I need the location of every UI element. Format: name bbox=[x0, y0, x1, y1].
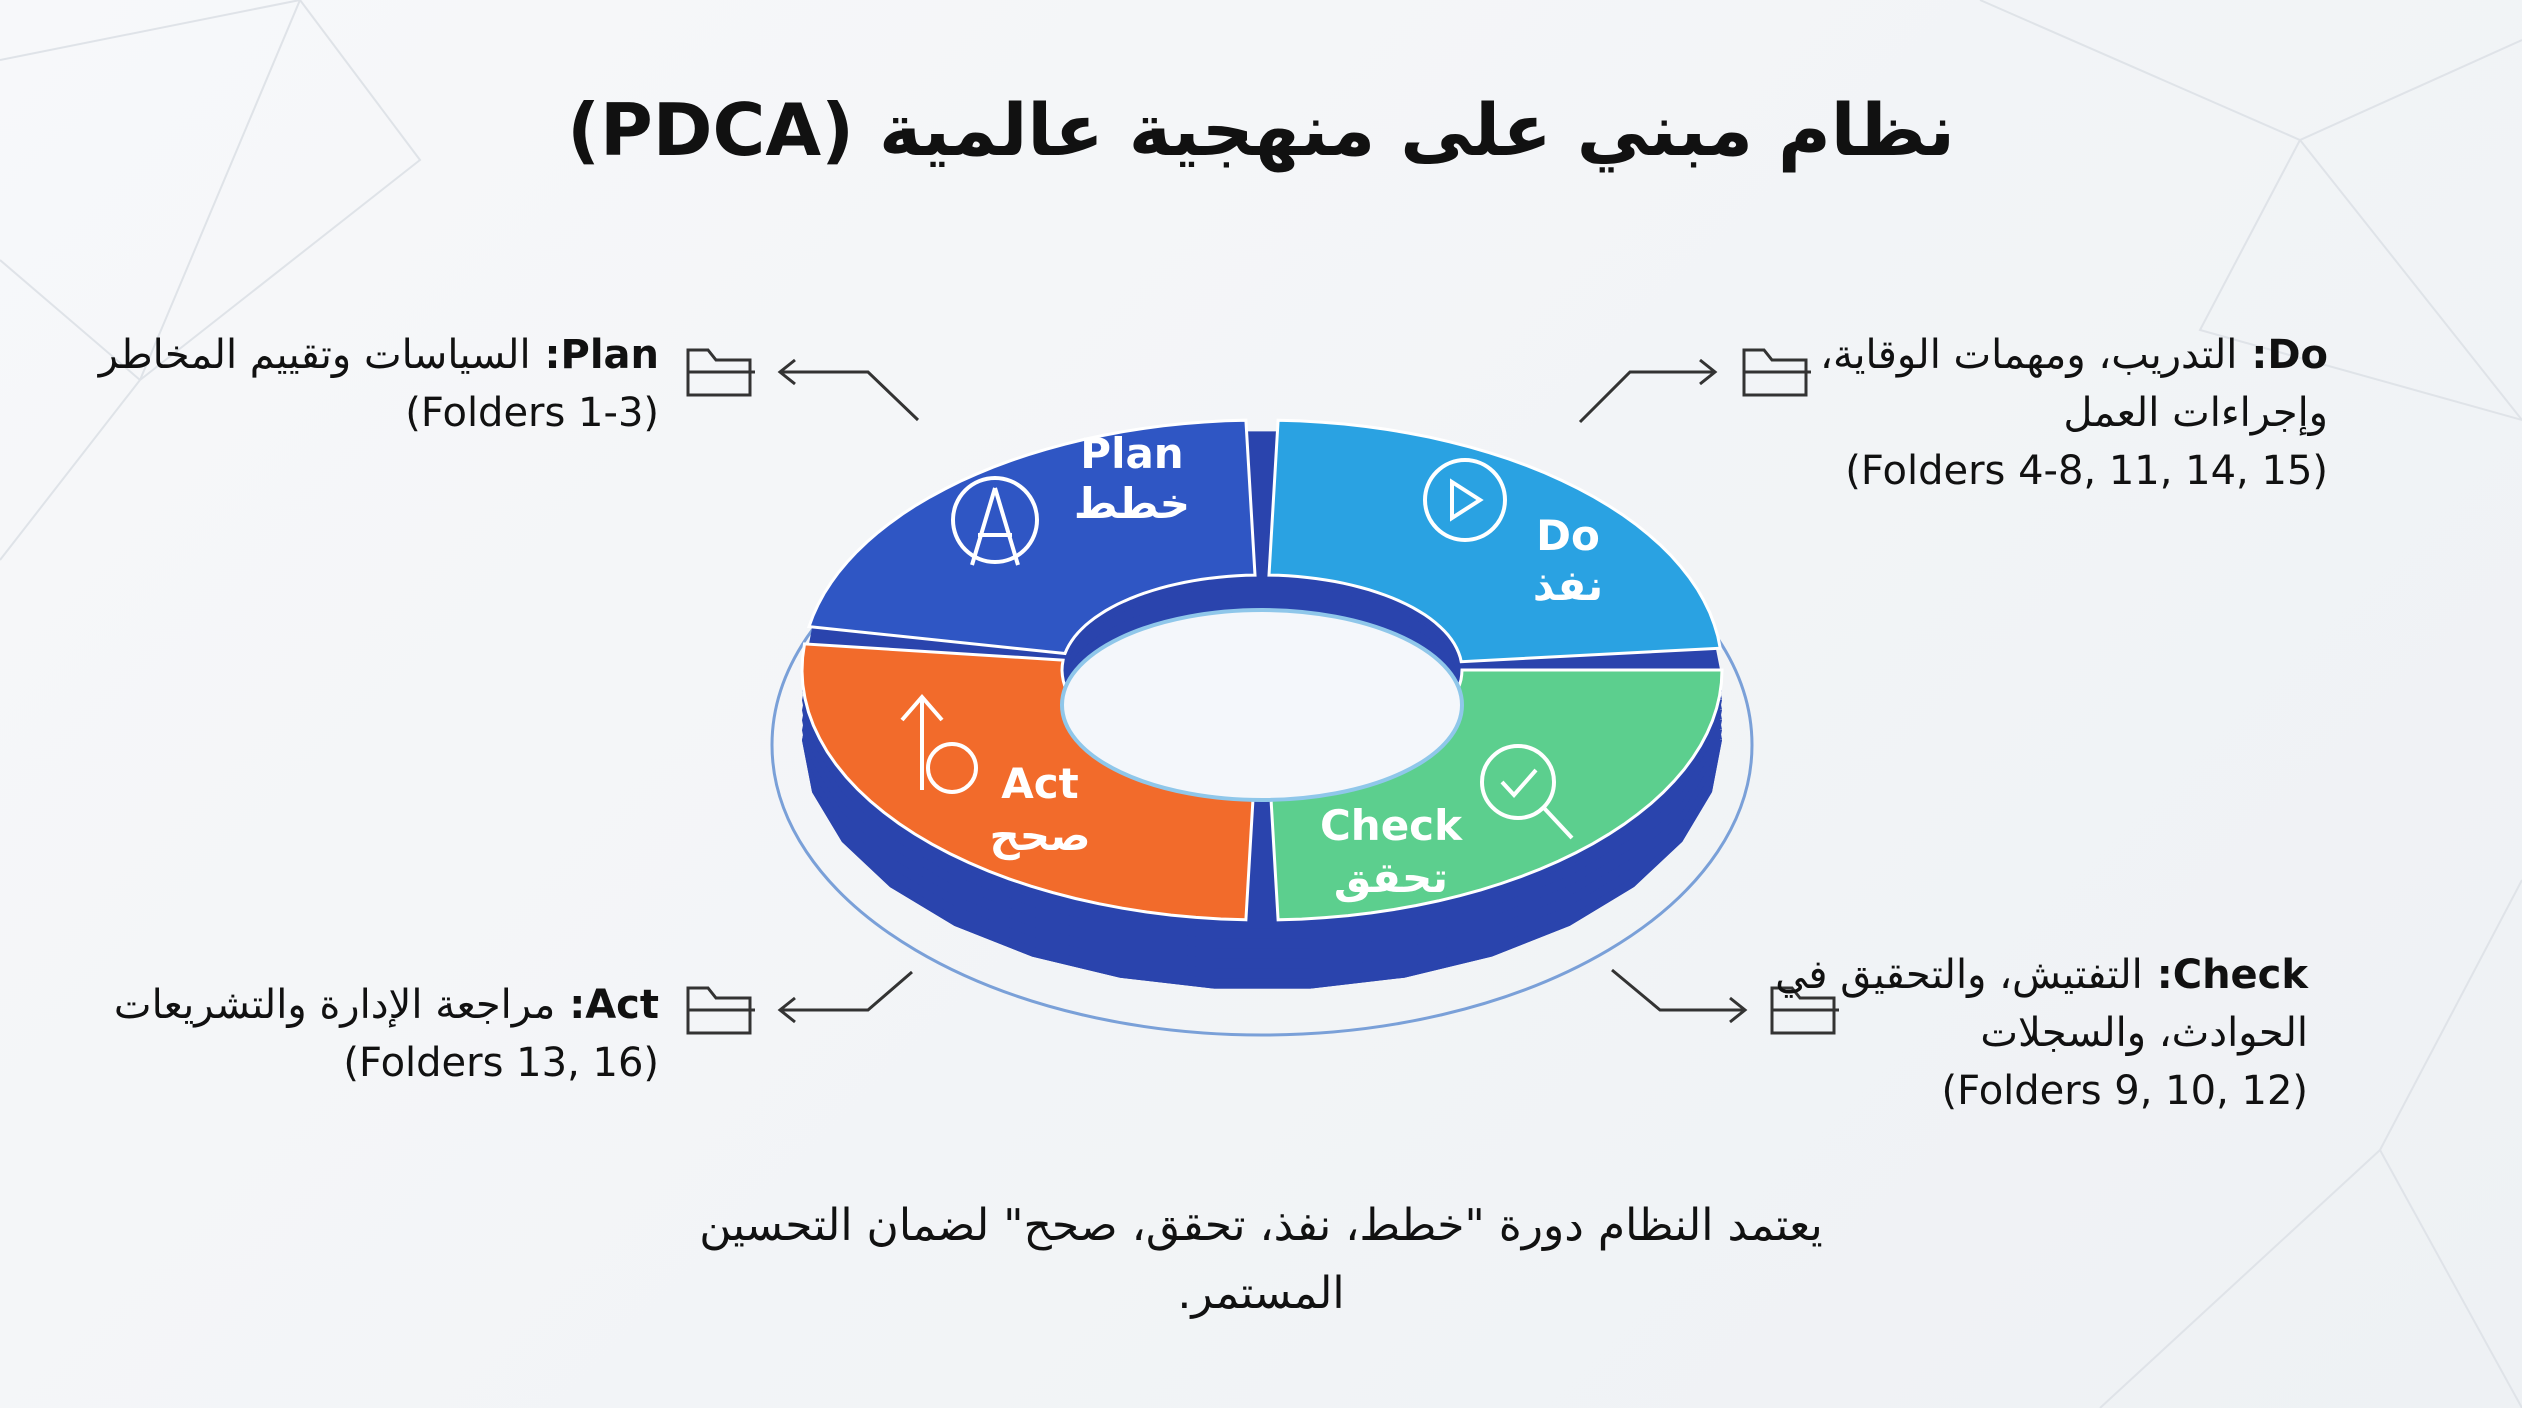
plan-label-en: Plan bbox=[1080, 429, 1183, 478]
cycle-center bbox=[1060, 608, 1464, 802]
check-desc-text: التفتيش، والتحقيق في الحوادث، والسجلات bbox=[1775, 952, 2308, 1056]
do-segment bbox=[1267, 418, 1723, 664]
do-description: Do: التدريب، ومهمات الوقاية، وإجراءات ال… bbox=[1708, 326, 2328, 500]
act-label-en: Act bbox=[1001, 759, 1078, 808]
page-title: نظام مبني على منهجية عالمية (PDCA) bbox=[567, 88, 1955, 172]
act-desc-text: مراجعة الإدارة والتشريعات bbox=[113, 982, 556, 1028]
plan-folders: (Folders 1-3) bbox=[405, 390, 659, 436]
act-folder-icon bbox=[686, 986, 755, 1035]
check-folders: (Folders 9, 10, 12) bbox=[1941, 1068, 2308, 1114]
do-label-en: Do bbox=[1536, 511, 1600, 560]
plan-folder-icon bbox=[686, 348, 755, 397]
plan-desc-text: السياسات وتقييم المخاطر bbox=[98, 332, 531, 378]
do-folders: (Folders 4-8, 11, 14, 15) bbox=[1845, 448, 2328, 494]
check-arrow bbox=[1611, 968, 1748, 1024]
plan-desc-title: Plan bbox=[560, 332, 660, 378]
do-desc-text: التدريب، ومهمات الوقاية، وإجراءات العمل bbox=[1820, 332, 2328, 436]
do-label-ar: نفذ bbox=[1533, 561, 1603, 610]
plan-label-ar: خطط bbox=[1074, 479, 1190, 528]
do-folder-icon bbox=[1742, 348, 1811, 397]
play-icon bbox=[1423, 458, 1507, 542]
plan-arrow bbox=[777, 358, 920, 422]
check-desc-title: Check bbox=[2172, 952, 2308, 998]
magnifier-check-icon bbox=[1480, 744, 1574, 840]
check-description: Check: التفتيش، والتحقيق في الحوادث، وال… bbox=[1708, 946, 2308, 1120]
gear-compass-icon bbox=[951, 476, 1039, 566]
act-folders: (Folders 13, 16) bbox=[343, 1040, 659, 1086]
act-desc-title: Act bbox=[585, 982, 659, 1028]
check-folder-icon bbox=[1770, 986, 1839, 1035]
footer-caption: يعتمد النظام دورة "خطط، نفذ، تحقق، صحح" … bbox=[699, 1200, 1823, 1319]
do-desc-title: Do bbox=[2267, 332, 2328, 378]
act-arrow bbox=[777, 970, 913, 1024]
act-label-ar: صحح bbox=[989, 811, 1090, 861]
check-label-en: Check bbox=[1320, 801, 1463, 850]
act-description: Act: مراجعة الإدارة والتشريعات (Folders … bbox=[39, 976, 659, 1092]
check-label-ar: تحقق bbox=[1334, 853, 1448, 903]
do-arrow bbox=[1578, 358, 1718, 424]
plan-description: Plan: السياسات وتقييم المخاطر (Folders 1… bbox=[39, 326, 659, 442]
arrow-up-adjust-icon bbox=[900, 693, 978, 794]
